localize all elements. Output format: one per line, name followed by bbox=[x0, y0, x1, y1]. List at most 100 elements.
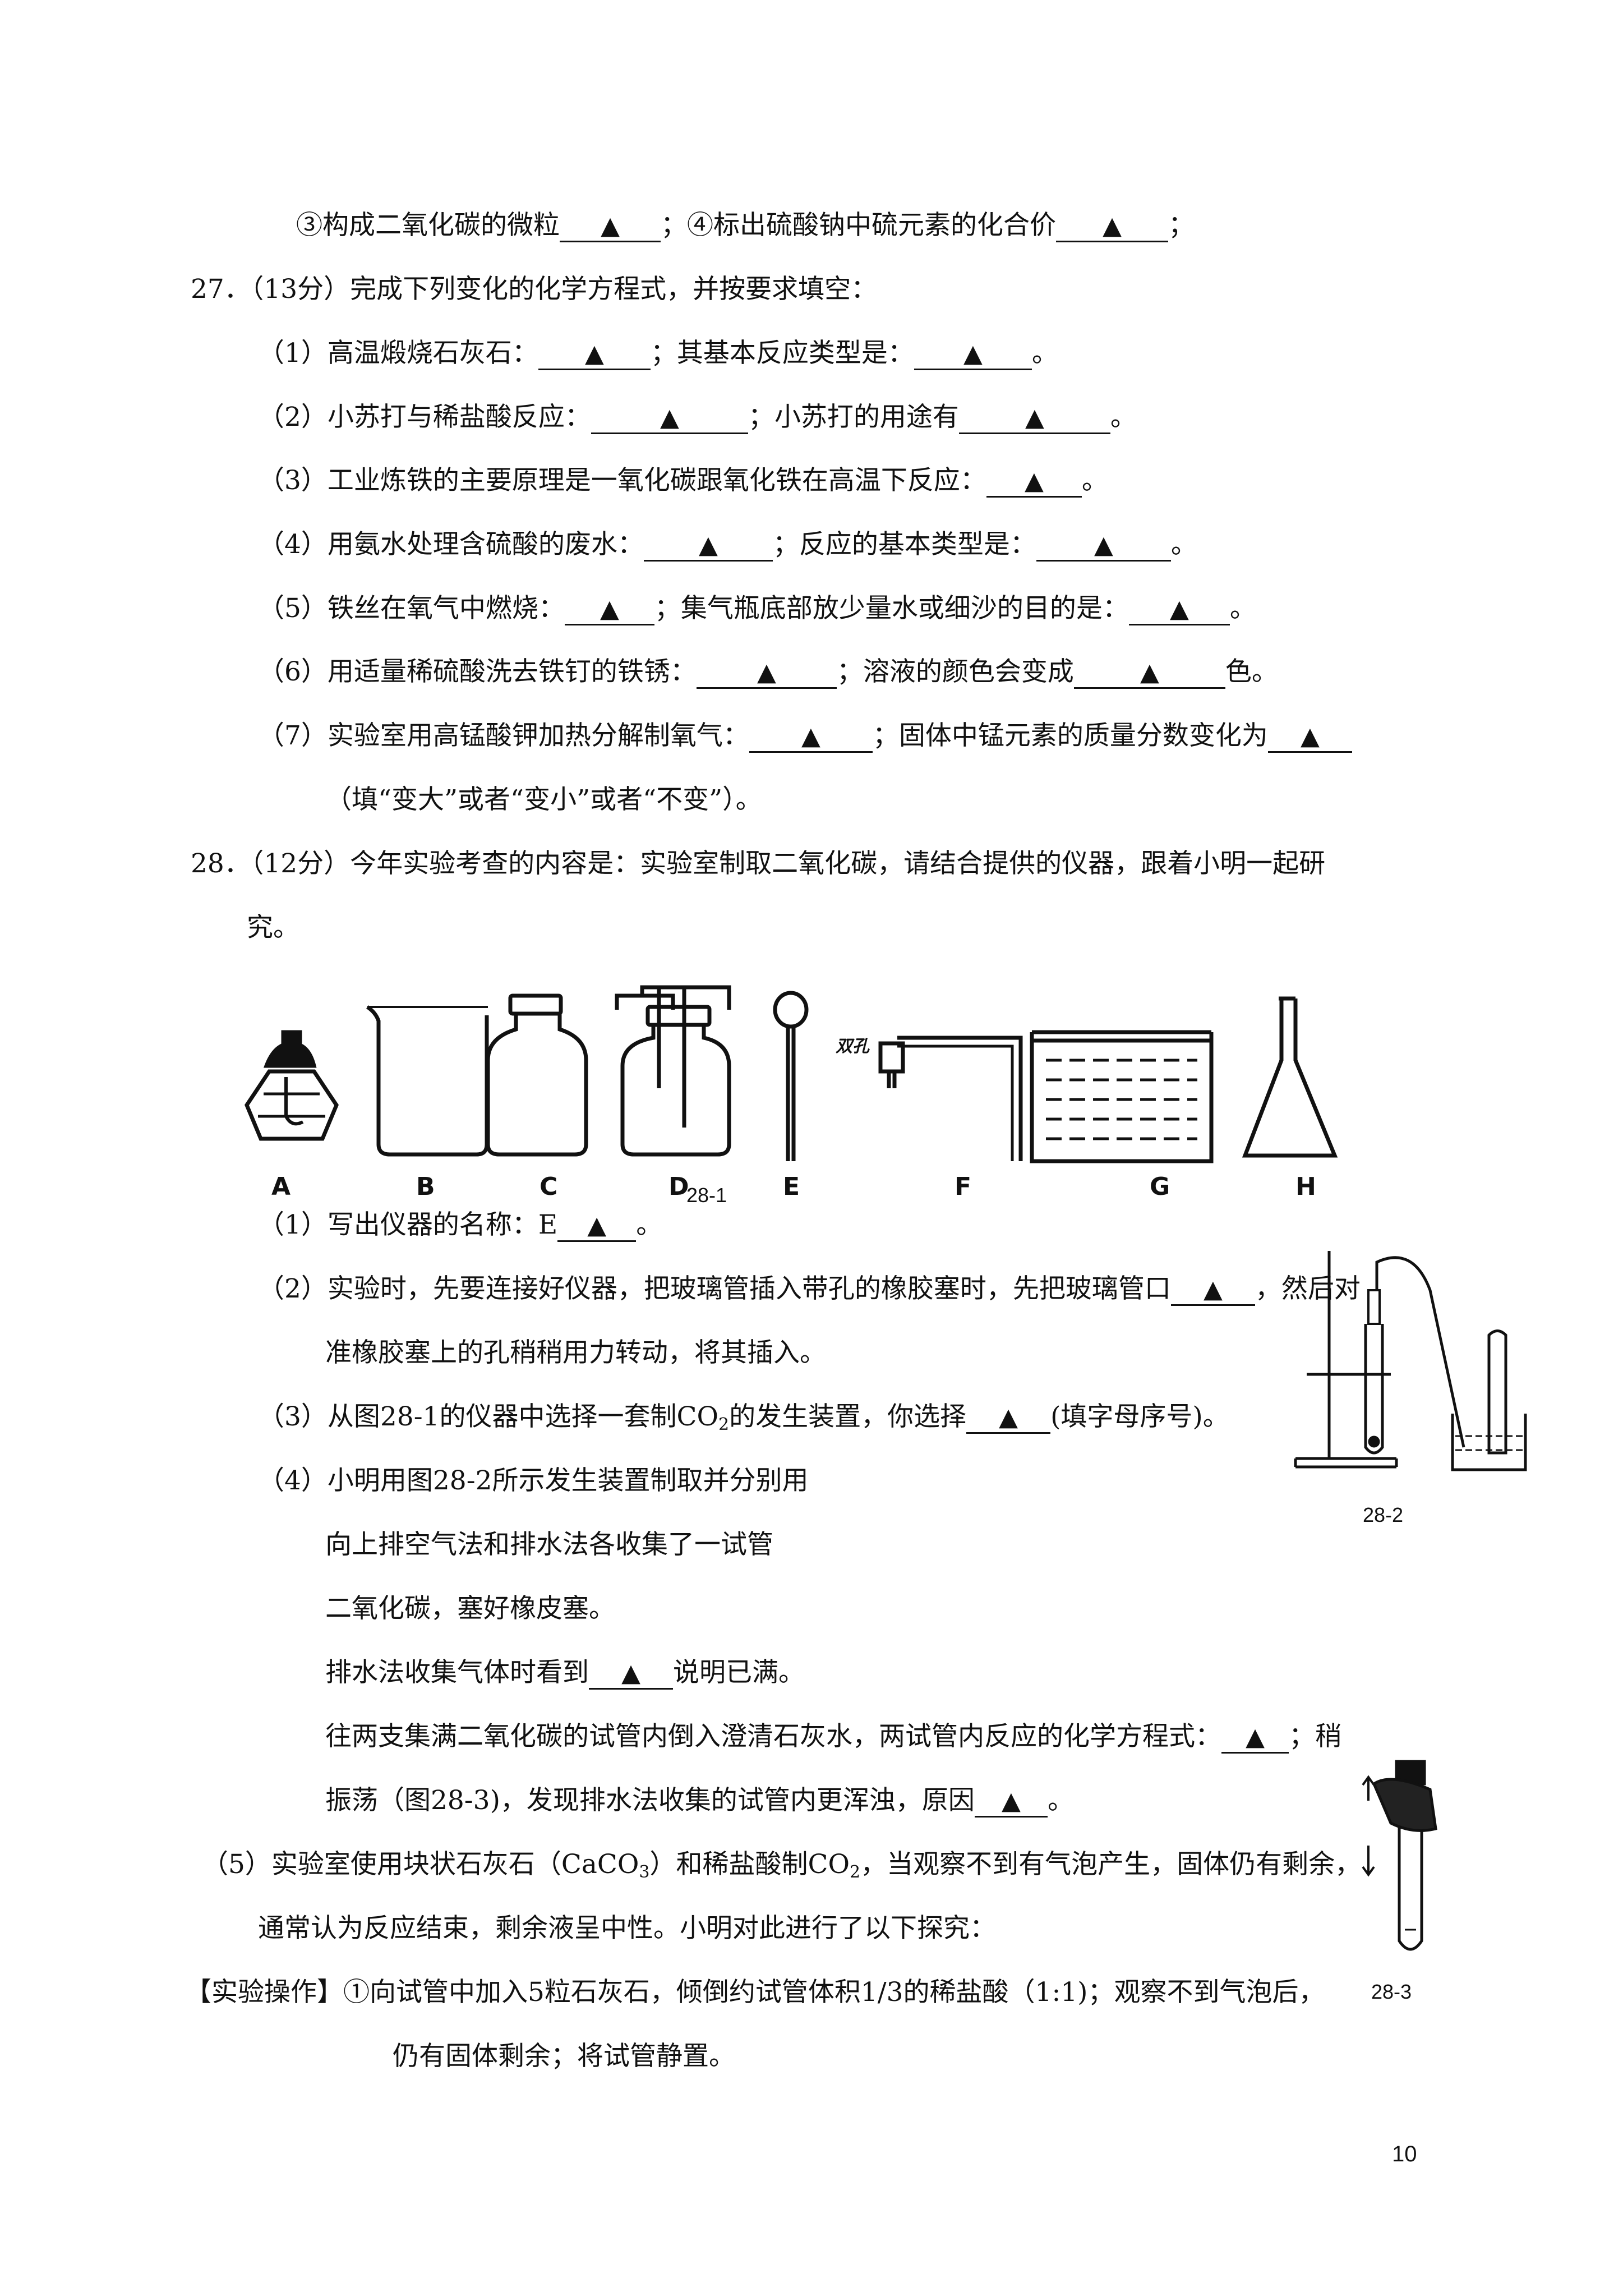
answer-blank[interactable]: ▲ bbox=[1128, 594, 1230, 625]
page-number: 10 bbox=[1392, 2142, 1417, 2166]
q28-part-5-line-4: 仍有固体剩余；将试管静置。 bbox=[393, 2041, 735, 2072]
text: 说明已满。 bbox=[673, 1657, 805, 1688]
q27-line-6: （6）用适量稀硫酸洗去铁钉的铁锈：▲；溶液的颜色会变成▲色。 bbox=[258, 655, 1278, 689]
text: 。 bbox=[1170, 529, 1197, 560]
triangle-icon: ▲ bbox=[963, 339, 983, 368]
triangle-icon: ▲ bbox=[1002, 1787, 1021, 1815]
subscript: 2 bbox=[849, 1862, 861, 1882]
text: （2）实验时，先要连接好仪器，把玻璃管插入带孔的橡胶塞时，先把玻璃管口 bbox=[258, 1273, 1171, 1304]
answer-blank[interactable]: ▲ bbox=[974, 1786, 1048, 1818]
q28-part-4-line-6: 振荡（图28-3)，发现排水法收集的试管内更浑浊，原因▲。 bbox=[325, 1784, 1074, 1818]
apparatus-label-a: A bbox=[271, 1172, 291, 1201]
answer-blank[interactable]: ▲ bbox=[749, 721, 873, 753]
q27-line-1: （1）高温煅烧石灰石：▲；其基本反应类型是：▲。 bbox=[258, 337, 1058, 370]
apparatus-label-b: B bbox=[416, 1172, 435, 1201]
gas-jar-icon bbox=[486, 993, 588, 1157]
answer-blank[interactable]: ▲ bbox=[1036, 530, 1171, 562]
text: ；小苏打的用途有 bbox=[748, 402, 959, 432]
q28-part-5-line-1: （5）实验室使用块状石灰石（CaCO3）和稀盐酸制CO2，当观察不到有气泡产生，… bbox=[202, 1848, 1361, 1889]
text: （4）用氨水处理含硫酸的废水： bbox=[258, 529, 644, 560]
long-neck-funnel-icon bbox=[773, 991, 809, 1161]
alcohol-lamp-icon bbox=[245, 1030, 339, 1141]
triangle-icon: ▲ bbox=[1025, 403, 1044, 432]
triangle-icon: ▲ bbox=[698, 531, 718, 559]
triangle-icon: ▲ bbox=[660, 403, 679, 432]
text: 。 bbox=[1081, 465, 1108, 496]
apparatus-figure-28-2 bbox=[1294, 1251, 1527, 1471]
triangle-icon: ▲ bbox=[600, 595, 619, 623]
hand-test-tube-figure-28-3 bbox=[1362, 1760, 1437, 1951]
apparatus-label-e: E bbox=[783, 1172, 800, 1201]
q27-line-7: （7）实验室用高锰酸钾加热分解制氧气：▲；固体中锰元素的质量分数变化为▲ bbox=[258, 719, 1352, 753]
apparatus-label-g: G bbox=[1150, 1172, 1170, 1201]
triangle-icon: ▲ bbox=[1140, 658, 1159, 687]
text: ，当观察不到有气泡产生，固体仍有剩余， bbox=[860, 1849, 1362, 1880]
text: （1）高温煅烧石灰石： bbox=[258, 338, 538, 369]
text: （6）用适量稀硫酸洗去铁钉的铁锈： bbox=[258, 656, 697, 687]
conical-flask-icon bbox=[1242, 996, 1338, 1158]
q28-part-2-cont: 准橡胶塞上的孔稍稍用力转动，将其插入。 bbox=[325, 1337, 826, 1368]
q28-part-4-line-2: 向上排空气法和排水法各收集了一试管 bbox=[325, 1529, 773, 1560]
triangle-icon: ▲ bbox=[999, 1403, 1018, 1432]
text: ）和稀盐酸制CO bbox=[649, 1849, 850, 1880]
answer-blank[interactable]: ▲ bbox=[589, 1658, 673, 1690]
answer-blank[interactable]: ▲ bbox=[958, 403, 1110, 434]
answer-blank[interactable]: ▲ bbox=[966, 1402, 1051, 1434]
q27-header: 27．（13分）完成下列变化的化学方程式，并按要求填空： bbox=[191, 274, 878, 305]
q28-part-4-line-5: 往两支集满二氧化碳的试管内倒入澄清石灰水，两试管内反应的化学方程式：▲；稍 bbox=[325, 1720, 1341, 1754]
q26-item-line: ③构成二氧化碳的微粒▲；④标出硫酸钠中硫元素的化合价▲； bbox=[296, 209, 1195, 242]
answer-blank[interactable]: ▲ bbox=[643, 530, 773, 562]
text: ，然后对 bbox=[1255, 1273, 1361, 1304]
answer-blank[interactable]: ▲ bbox=[591, 403, 748, 434]
text: ；④标出硫酸钠中硫元素的化合价 bbox=[661, 210, 1056, 241]
q28-header-cont: 究。 bbox=[247, 912, 299, 943]
q28-part-5-line-3: 【实验操作】①向试管中加入5粒石灰石，倾倒约试管体积1/3的稀盐酸（1:1)；观… bbox=[185, 1977, 1325, 2008]
answer-blank[interactable]: ▲ bbox=[696, 657, 837, 689]
text: ； bbox=[1168, 210, 1195, 241]
q27-line-4: （4）用氨水处理含硫酸的废水：▲；反应的基本类型是：▲。 bbox=[258, 528, 1197, 562]
triangle-icon: ▲ bbox=[601, 211, 620, 240]
answer-blank[interactable]: ▲ bbox=[564, 594, 654, 625]
triangle-icon: ▲ bbox=[1024, 467, 1044, 495]
answer-blank[interactable]: ▲ bbox=[1267, 721, 1352, 753]
text: （3）工业炼铁的主要原理是一氧化碳跟氧化铁在高温下反应： bbox=[258, 465, 986, 496]
answer-blank[interactable]: ▲ bbox=[557, 1211, 637, 1242]
text: 。 bbox=[1229, 593, 1256, 624]
answer-blank[interactable]: ▲ bbox=[560, 211, 661, 242]
apparatus-label-f: F bbox=[955, 1172, 972, 1201]
text: 。 bbox=[1110, 402, 1137, 432]
triangle-icon: ▲ bbox=[1246, 1723, 1265, 1751]
text: ；其基本反应类型是： bbox=[650, 338, 914, 369]
q28-part-3: （3）从图28-1的仪器中选择一套制CO2的发生装置，你选择▲(填字母序号)。 bbox=[258, 1400, 1229, 1442]
q28-part-4-line-4: 排水法收集气体时看到▲说明已满。 bbox=[325, 1656, 805, 1690]
text: ；集气瓶底部放少量水或细沙的目的是： bbox=[654, 593, 1129, 624]
water-trough-icon bbox=[1030, 1030, 1214, 1163]
text: （5）实验室使用块状石灰石（CaCO bbox=[202, 1849, 639, 1880]
apparatus-label-d: D bbox=[668, 1172, 689, 1201]
text: 排水法收集气体时看到 bbox=[325, 1657, 589, 1688]
triangle-icon: ▲ bbox=[1094, 531, 1113, 559]
text: 。 bbox=[636, 1209, 663, 1240]
q27-line-7-note: （填“变大”或者“变小”或者“不变”）。 bbox=[325, 784, 762, 815]
q28-part-1: （1）写出仪器的名称：E▲。 bbox=[258, 1208, 662, 1242]
triangle-icon: ▲ bbox=[1300, 722, 1320, 751]
triangle-icon: ▲ bbox=[1103, 211, 1122, 240]
text: （2）小苏打与稀盐酸反应： bbox=[258, 402, 591, 432]
answer-blank[interactable]: ▲ bbox=[538, 339, 651, 370]
apparatus-label-h: H bbox=[1295, 1172, 1316, 1201]
triangle-icon: ▲ bbox=[1203, 1275, 1223, 1304]
q27-line-3: （3）工业炼铁的主要原理是一氧化碳跟氧化铁在高温下反应： ▲ 。 bbox=[258, 464, 1108, 498]
beaker-icon bbox=[366, 1005, 489, 1157]
text: （7）实验室用高锰酸钾加热分解制氧气： bbox=[258, 720, 749, 751]
f-stopper-text: 双孔 bbox=[836, 1037, 870, 1056]
subscript: 3 bbox=[639, 1862, 650, 1882]
answer-blank[interactable]: ▲ bbox=[1221, 1722, 1289, 1754]
triangle-icon: ▲ bbox=[587, 1211, 607, 1240]
answer-blank[interactable]: ▲ bbox=[1073, 657, 1225, 689]
answer-blank[interactable]: ▲ bbox=[914, 339, 1032, 370]
answer-blank[interactable]: ▲ bbox=[1056, 211, 1168, 242]
triangle-icon: ▲ bbox=[801, 722, 820, 751]
answer-blank[interactable]: ▲ bbox=[986, 466, 1082, 498]
answer-blank[interactable]: ▲ bbox=[1170, 1274, 1255, 1306]
text: 。 bbox=[1047, 1785, 1074, 1816]
